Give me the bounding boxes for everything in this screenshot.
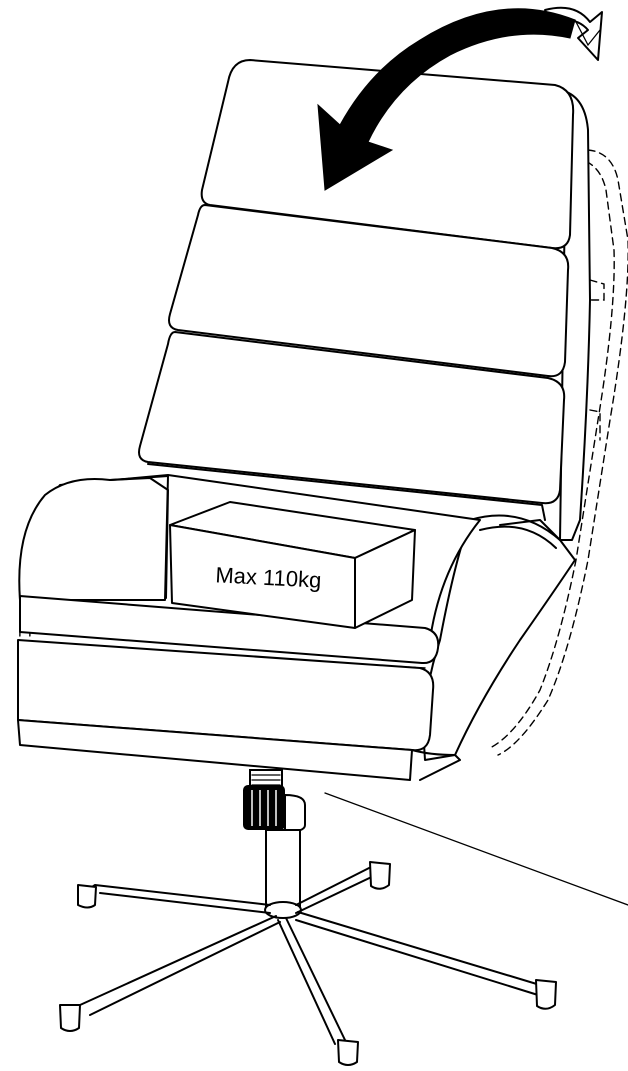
box-label: Max 110kg — [215, 562, 322, 593]
backrest-cushion-lower — [138, 331, 566, 505]
weight-box: Max 110kg — [169, 501, 416, 629]
height-knob-icon — [243, 785, 285, 830]
backrest — [138, 59, 591, 541]
curved-outline-arrow-icon — [544, 6, 603, 61]
curved-arrow-icon — [317, 8, 576, 191]
right-armrest — [423, 514, 576, 761]
left-armrest — [18, 475, 169, 601]
caster-glide-icon — [59, 861, 557, 1066]
leader-line — [324, 792, 628, 906]
backrest-cushion-middle — [168, 204, 570, 378]
chair-base — [59, 769, 557, 1066]
